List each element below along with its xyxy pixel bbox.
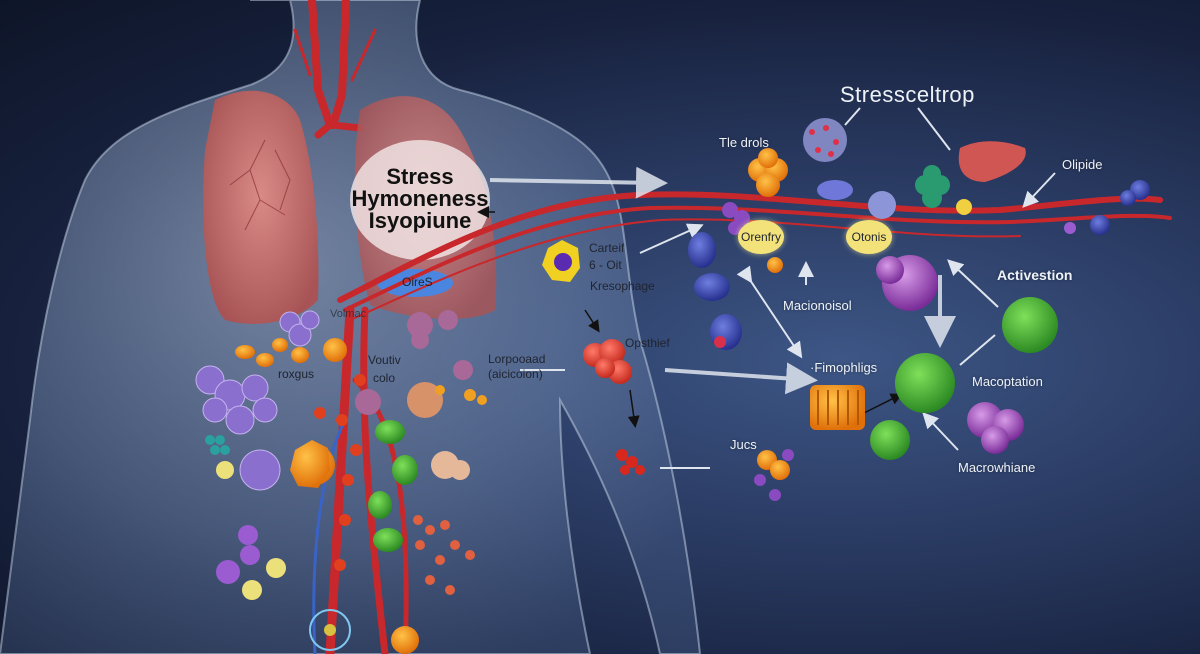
- label-cloud: [350, 140, 490, 260]
- stress-title-line2: Hymoneness: [351, 186, 489, 211]
- label-otonis: Otonis: [846, 220, 892, 254]
- label-macrowhiane: Macrowhiane: [958, 460, 1036, 475]
- pathway-arrows: [489, 107, 1056, 469]
- ores-cell: [377, 269, 453, 297]
- label-volmac: Volmac: [330, 308, 367, 320]
- label-macoptation: Macoptation: [972, 374, 1043, 389]
- label-activestion: Activestion: [997, 267, 1073, 283]
- stress-title-line1: Stress: [386, 164, 454, 189]
- label-lorpooaad: Lorpooaad: [488, 352, 546, 366]
- label-colo: colo: [373, 371, 396, 385]
- label-orenfry: Orenfry: [738, 220, 784, 254]
- label-stresscelltrop: Stressceltrop: [840, 82, 975, 107]
- label-aicicoion: (aicicoion): [488, 367, 543, 381]
- label-roxgus: roxgus: [278, 367, 315, 381]
- arterial-pathway: [337, 191, 1172, 321]
- label-6-oit: 6 - Oit: [589, 258, 622, 272]
- label-carteif: Carteif: [589, 241, 625, 255]
- immune-cells-right: [688, 118, 1150, 501]
- label-olipide: Olipide: [1062, 157, 1103, 172]
- label-macionoisol: Macionoisol: [783, 298, 852, 313]
- immune-cells-middle: [542, 240, 645, 475]
- label-ores: OireS: [402, 275, 433, 289]
- label-opsthief: Opsthief: [625, 336, 670, 350]
- label-kresophage: Kresophage: [590, 279, 655, 293]
- stress-title-line3: Isyopiune: [368, 208, 472, 233]
- left-lung: [203, 90, 319, 324]
- lung-veins: [229, 139, 291, 231]
- label-voutiv: Voutiv: [368, 353, 401, 367]
- label-jucs: Jucs: [730, 437, 757, 452]
- label-tle-drols: Tle drols: [719, 135, 769, 150]
- neck-vessels: [293, 0, 377, 139]
- label-fimophligs: ·Fimophligs: [810, 360, 878, 375]
- organ-cells-abdomen: [195, 310, 487, 654]
